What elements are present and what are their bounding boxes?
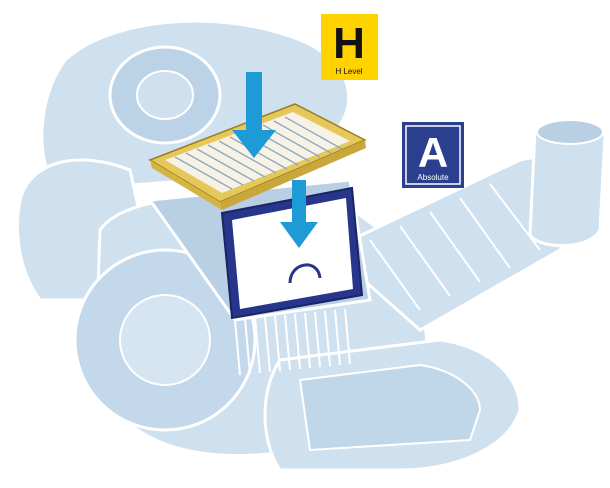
vacuum-handle-top — [537, 120, 603, 144]
vacuum-wheel-hub — [120, 295, 210, 385]
h-badge-caption: H Level — [335, 67, 362, 76]
vacuum-floor-head-detail — [300, 365, 480, 450]
a-badge-caption: Absolute — [417, 173, 449, 182]
h-level-badge: H H Level — [321, 14, 378, 80]
absolute-badge: A Absolute — [402, 122, 464, 188]
motor-cover-inner — [137, 71, 193, 119]
a-badge-letter: A — [418, 129, 448, 176]
h-badge-letter: H — [333, 19, 365, 68]
